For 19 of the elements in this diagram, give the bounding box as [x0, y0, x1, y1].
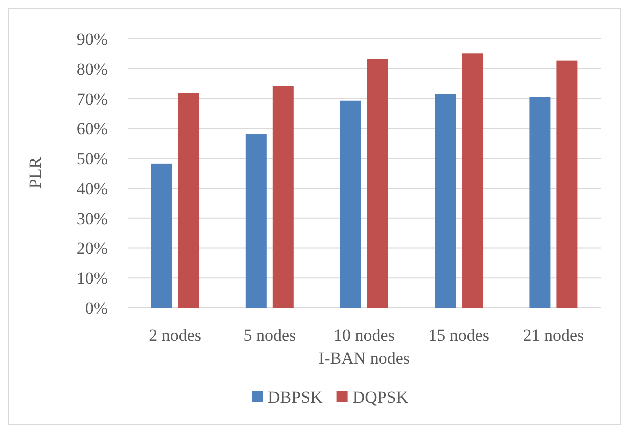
tick-label: 90%: [76, 30, 108, 49]
tick-label: 70%: [76, 90, 108, 109]
tick-label: 20%: [76, 239, 108, 258]
category-label: 15 nodes: [428, 326, 490, 345]
tick-label: 50%: [76, 150, 108, 169]
tick-label: 30%: [76, 209, 108, 228]
category-label: 2 nodes: [149, 326, 202, 345]
legend-label: DBPSK: [268, 388, 323, 407]
category-label: 10 nodes: [334, 326, 395, 345]
axis-title: I-BAN nodes: [318, 349, 410, 368]
tick-label: 40%: [76, 179, 108, 198]
legend-label: DQPSK: [352, 388, 409, 407]
tick-label: 10%: [76, 269, 108, 288]
category-label: 5 nodes: [244, 326, 296, 345]
axis-title: PLR: [26, 157, 45, 189]
tick-label: 60%: [76, 120, 108, 139]
tick-label: 80%: [76, 60, 108, 79]
tick-label: 0%: [85, 299, 108, 318]
category-label: 21 nodes: [523, 326, 584, 345]
